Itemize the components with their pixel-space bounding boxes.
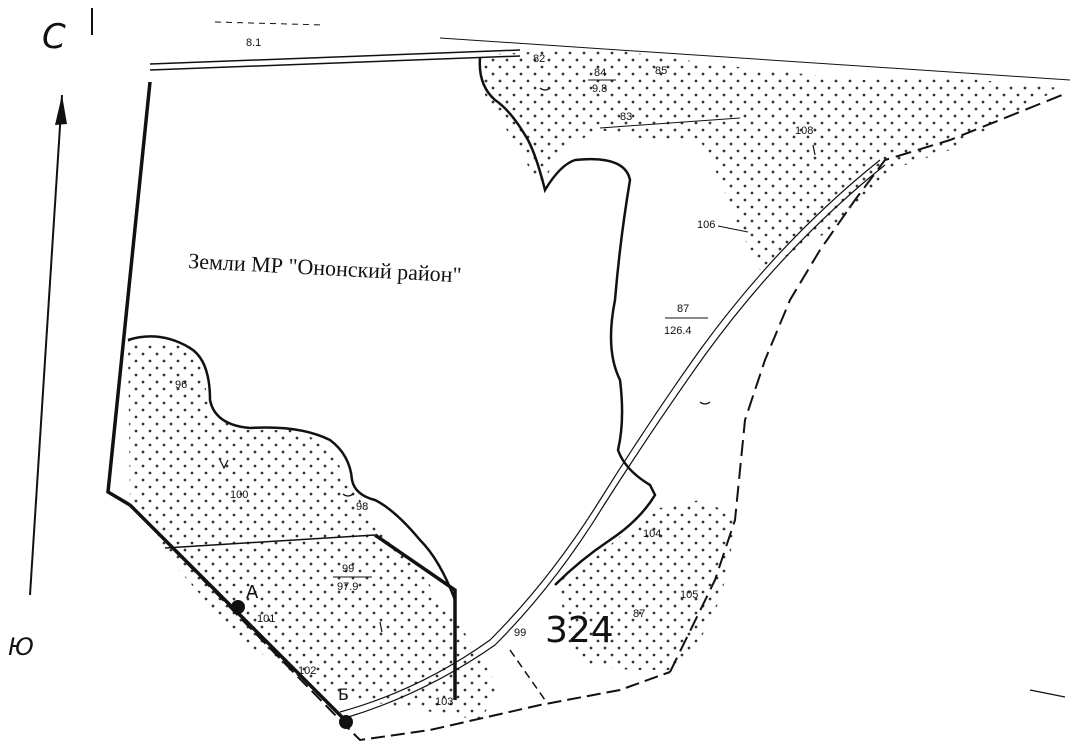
point-a-label: A: [246, 582, 259, 603]
quarter-labels: 8.1 82 84 9.8 85 83 108 106 87 126.4 96 …: [175, 33, 813, 708]
label-q85: 85: [655, 65, 667, 77]
label-q98: 98: [356, 501, 368, 513]
label-q96: 96: [175, 379, 187, 391]
map-title: Земли МР "Ононский район": [188, 248, 462, 287]
label-q84: 84: [594, 67, 606, 79]
misc-marks: [219, 87, 1066, 698]
point-b-marker: [339, 715, 353, 729]
label-q99-area: 97.9: [337, 581, 358, 593]
road-diagonal: [339, 117, 886, 719]
plot-number: 324: [545, 610, 614, 651]
label-q82: 82: [533, 53, 545, 65]
forest-area-left: [128, 340, 500, 720]
south-mark: Ю: [8, 633, 34, 661]
label-q81: 8.1: [246, 37, 261, 49]
label-q108: 108: [795, 125, 813, 137]
label-q84-area: 9.8: [592, 83, 607, 95]
label-q99: 99: [342, 563, 354, 575]
label-q105: 105: [680, 589, 698, 601]
north-south-axis: [29, 94, 67, 596]
mp-lands-boundary: [127, 335, 457, 601]
road-top: [149, 21, 1071, 81]
north-mark: С: [42, 17, 66, 57]
label-q83: 83: [620, 111, 632, 123]
point-markers: A Б: [231, 582, 353, 729]
label-q103: 103: [435, 696, 453, 708]
label-q102: 102: [298, 665, 316, 677]
label-q106: 106: [697, 219, 715, 231]
label-q101: 101: [257, 613, 275, 625]
point-a-marker: [231, 600, 245, 614]
label-q100: 100: [230, 489, 248, 501]
label-q99b: 99: [514, 627, 526, 639]
forest-area-top: [480, 48, 1060, 270]
forest-edge-boundary: [478, 57, 657, 586]
point-b-label: Б: [338, 685, 349, 704]
label-q87: 87: [677, 303, 689, 315]
label-q104: 104: [643, 528, 661, 540]
label-q87-area: 126.4: [664, 325, 692, 337]
label-q87b: 87: [633, 608, 645, 620]
